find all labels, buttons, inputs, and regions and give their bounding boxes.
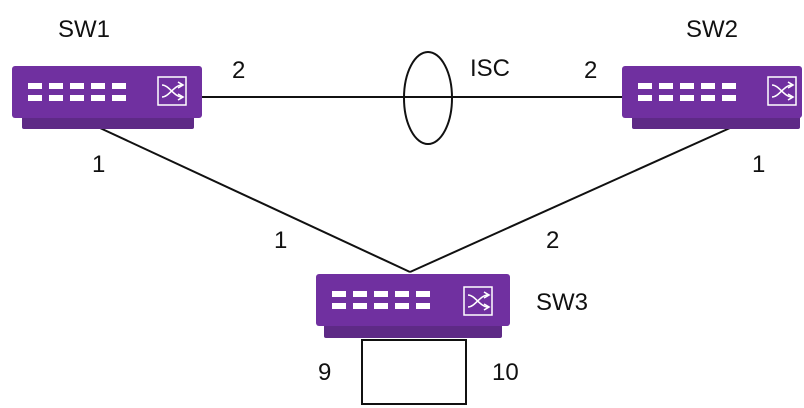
switch-base (632, 116, 800, 129)
port-label-sw3-loop-right: 10 (492, 359, 519, 386)
crossed-arrows-icon (463, 286, 493, 316)
switch-sw2[interactable] (622, 66, 802, 129)
ethernet-port-icon (332, 291, 430, 309)
ethernet-port-icon (638, 83, 736, 101)
link-sw2-sw3 (409, 127, 731, 273)
sw3-loop-cable (361, 339, 467, 405)
port-label-sw3-loop-left: 9 (318, 359, 331, 386)
switch-base (324, 324, 502, 338)
isc-ellipse (403, 51, 453, 145)
switch-body (12, 66, 202, 118)
port-label-sw3-left: 1 (274, 227, 287, 254)
sw1-label: SW1 (58, 16, 110, 43)
switch-sw1[interactable] (12, 66, 202, 129)
ethernet-port-icon (28, 83, 126, 101)
switch-body (316, 274, 510, 326)
crossed-arrows-icon (767, 76, 797, 106)
port-label-sw1-down: 1 (92, 151, 105, 178)
switch-sw3[interactable] (316, 274, 510, 338)
port-label-sw2-isc: 2 (584, 57, 597, 84)
switch-base (22, 116, 194, 129)
switch-body (622, 66, 802, 118)
isc-label: ISC (470, 55, 510, 82)
sw3-label: SW3 (536, 289, 588, 316)
port-label-sw2-down: 1 (752, 151, 765, 178)
link-sw1-sw3 (99, 127, 411, 273)
crossed-arrows-icon (157, 76, 187, 106)
port-label-sw1-isc: 2 (232, 57, 245, 84)
sw2-label: SW2 (686, 16, 738, 43)
port-label-sw3-right: 2 (546, 227, 559, 254)
